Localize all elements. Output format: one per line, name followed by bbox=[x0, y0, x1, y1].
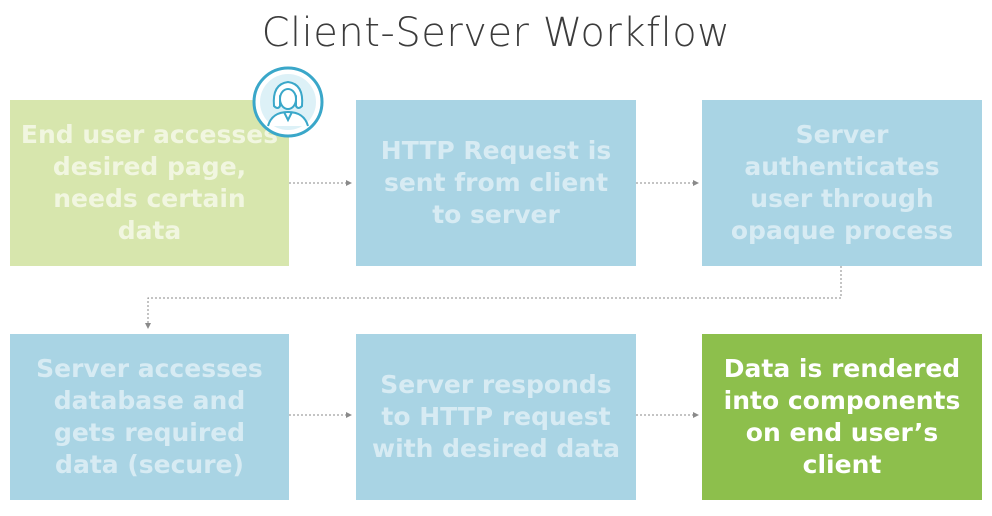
step-4-label: Server accesses database and gets requir… bbox=[36, 354, 263, 479]
step-1-box: End user accesses desired page, needs ce… bbox=[10, 100, 289, 266]
step-6-box: Data is rendered into components on end … bbox=[702, 334, 982, 500]
step-1-label: End user accesses desired page, needs ce… bbox=[20, 120, 279, 245]
step-5-label: Server responds to HTTP request with des… bbox=[372, 370, 620, 463]
step-4-box: Server accesses database and gets requir… bbox=[10, 334, 289, 500]
user-avatar-icon bbox=[252, 66, 324, 138]
step-3-label: Server authenticates user through opaque… bbox=[730, 120, 954, 245]
step-5-box: Server responds to HTTP request with des… bbox=[356, 334, 636, 500]
diagram-title: Client-Server Workflow bbox=[261, 10, 731, 56]
step-3-box: Server authenticates user through opaque… bbox=[702, 100, 982, 266]
connector-3-4 bbox=[145, 266, 842, 329]
step-2-box: HTTP Request is sent from client to serv… bbox=[356, 100, 636, 266]
step-6-label: Data is rendered into components on end … bbox=[723, 354, 961, 479]
step-2-label: HTTP Request is sent from client to serv… bbox=[380, 136, 612, 229]
